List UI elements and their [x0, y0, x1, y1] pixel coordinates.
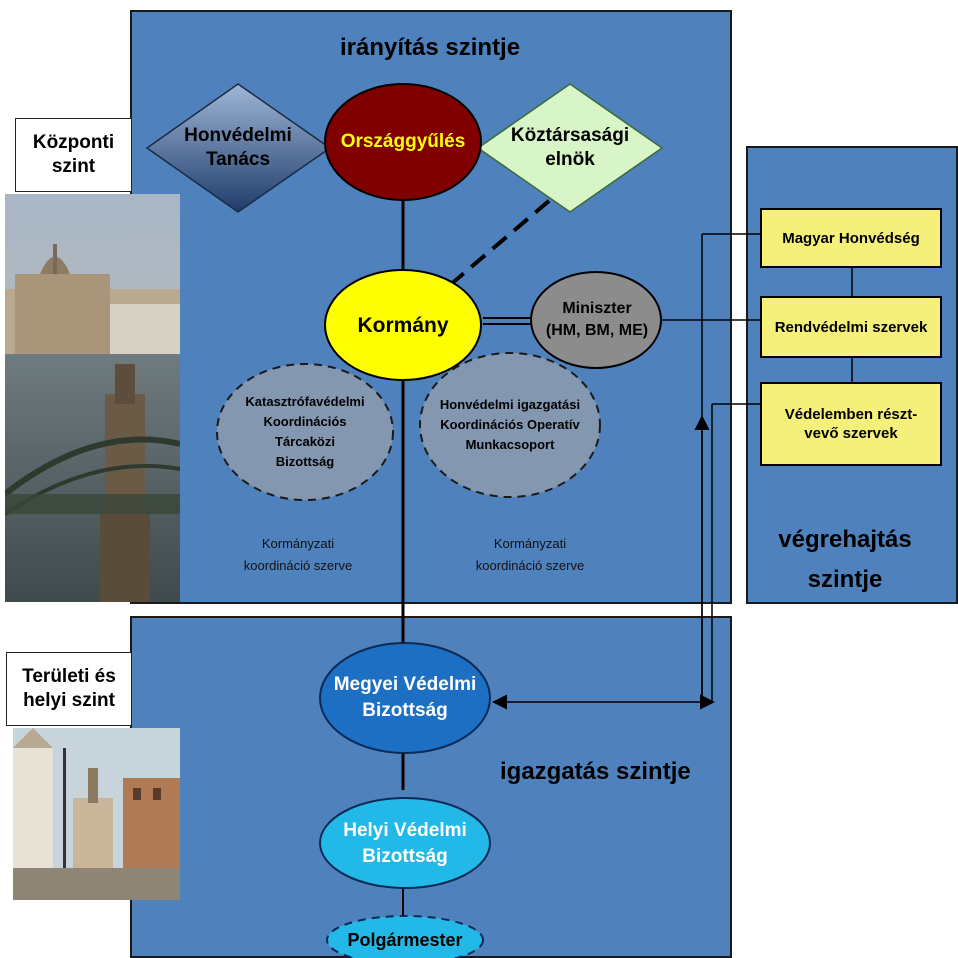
hungarian-defense-forces-box: Magyar Honvédség: [760, 208, 942, 268]
local-defense-committee-line1: Helyi Védelmi: [343, 820, 467, 841]
execution-level-title-line2: szintje: [807, 566, 883, 593]
defense-council-line1: Honvédelmi: [184, 125, 292, 146]
minister-node: Miniszter (HM, BM, ME): [532, 292, 662, 348]
administration-level-title: igazgatás szintje: [500, 758, 691, 785]
regional-level-label-line2: helyi szint: [23, 690, 115, 711]
parliament-budapest-photo: [5, 194, 180, 602]
defense-admin-group-node: Honvédelmi igazgatási Koordinációs Opera…: [422, 392, 598, 458]
defense-participants-line2: vevő szervek: [804, 425, 898, 442]
minister-line1: Miniszter: [562, 300, 632, 317]
minister-line2: (HM, BM, ME): [545, 322, 649, 339]
local-defense-committee-node: Helyi Védelmi Bizottság: [320, 812, 490, 876]
defense-admin-group-line1: Honvédelmi igazgatási: [439, 397, 581, 412]
defense-participants-box: Védelemben részt- vevő szervek: [760, 382, 942, 466]
defense-council-node: Honvédelmi Tanács: [170, 118, 306, 178]
parliament-node: Országgyűlés: [340, 131, 466, 152]
gov-coordination-caption-2-line2: koordináció szerve: [475, 558, 585, 573]
gov-coordination-caption-1: Kormányzati koordináció szerve: [228, 528, 368, 582]
regional-level-label-line1: Területi és: [22, 666, 116, 687]
execution-level-title-line1: végrehajtás: [778, 526, 912, 553]
gov-coordination-caption-1-line2: koordináció szerve: [243, 558, 353, 573]
defense-admin-group-line3: Munkacsoport: [465, 437, 555, 452]
regional-level-label: Területi és helyi szint: [6, 652, 132, 726]
disaster-committee-line1: Katasztrófavédelmi: [245, 394, 365, 409]
execution-level-title: végrehajtás szintje: [770, 520, 920, 600]
disaster-committee-node: Katasztrófavédelmi Koordinációs Tárcaköz…: [222, 380, 388, 484]
president-line1: Köztársasági: [510, 125, 630, 146]
control-level-title: irányítás szintje: [340, 34, 521, 61]
town-square-photo: [13, 728, 180, 900]
county-defense-committee-line2: Bizottság: [362, 700, 448, 721]
gov-coordination-caption-1-line1: Kormányzati: [261, 536, 335, 551]
central-level-label-line2: szint: [51, 156, 96, 177]
disaster-committee-line2: Koordinációs: [263, 414, 347, 429]
central-level-label-line1: Központi: [32, 132, 115, 153]
county-defense-committee-node: Megyei Védelmi Bizottság: [320, 666, 490, 730]
defense-admin-group-line2: Koordinációs Operatív: [440, 417, 580, 432]
gov-coordination-caption-2: Kormányzati koordináció szerve: [460, 528, 600, 582]
county-defense-committee-line1: Megyei Védelmi: [333, 674, 477, 695]
central-level-label: Központi szint: [15, 118, 132, 192]
disaster-committee-line3: Tárcaközi: [275, 434, 335, 449]
mayor-node: Polgármester: [347, 929, 463, 950]
gov-coordination-caption-2-line1: Kormányzati: [493, 536, 567, 551]
local-defense-committee-line2: Bizottság: [362, 846, 448, 867]
defense-council-line2: Tanács: [205, 149, 271, 170]
disaster-committee-line4: Bizottság: [275, 454, 335, 469]
defense-participants-line1: Védelemben részt-: [784, 406, 918, 423]
law-enforcement-box: Rendvédelmi szervek: [760, 296, 942, 358]
president-line2: elnök: [545, 149, 595, 170]
president-node: Köztársasági elnök: [500, 118, 640, 178]
government-node: Kormány: [357, 314, 449, 337]
